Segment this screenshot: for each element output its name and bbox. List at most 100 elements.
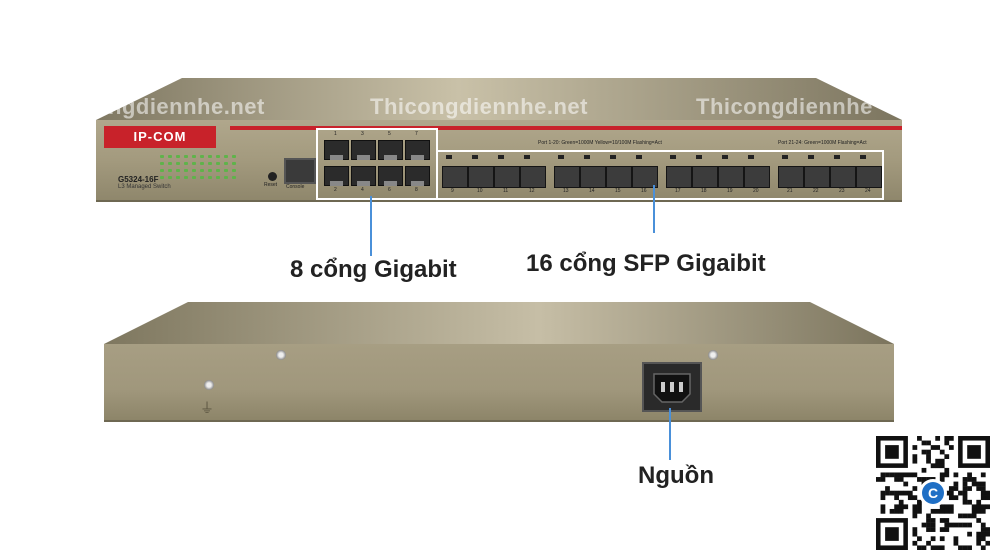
watermark-left: ngdiennhe.net	[108, 94, 265, 119]
sfp-port	[718, 166, 744, 188]
status-led	[160, 169, 164, 172]
reset-label: Reset	[264, 182, 278, 188]
sfp-led	[636, 155, 642, 159]
front-chassis-top	[96, 78, 902, 120]
sfp-label: 16 cổng SFP Gigaibit	[526, 250, 766, 277]
svg-text:C: C	[928, 485, 938, 501]
sfp-port	[804, 166, 830, 188]
gigabit-pointer-line	[370, 196, 372, 256]
sfp-port-number: 9	[451, 188, 454, 194]
status-led	[224, 176, 228, 179]
sfp-port-number: 11	[503, 188, 509, 194]
rj45-port	[378, 140, 403, 160]
front-panel	[96, 120, 902, 202]
status-led	[160, 162, 164, 165]
sfp-legend-1: Port 1-20: Green=1000M Yellow=10/100M Fl…	[538, 140, 662, 146]
status-led	[168, 162, 172, 165]
console-port	[284, 158, 316, 184]
sfp-led	[558, 155, 564, 159]
port-number: 8	[415, 187, 418, 193]
status-led	[208, 169, 212, 172]
sfp-port-number: 24	[865, 188, 871, 194]
qr-code-icon: C	[876, 436, 990, 550]
sfp-led	[446, 155, 452, 159]
status-led	[176, 155, 180, 158]
sfp-led	[722, 155, 728, 159]
watermark-center: Thicongdiennhe.net	[370, 94, 588, 119]
sfp-led	[524, 155, 530, 159]
console-label: Console	[286, 184, 305, 190]
sfp-port-number: 12	[529, 188, 535, 194]
sfp-led	[472, 155, 478, 159]
sfp-port	[494, 166, 520, 188]
status-led	[168, 169, 172, 172]
status-led	[192, 162, 196, 165]
screw-icon	[276, 350, 286, 360]
sfp-led	[498, 155, 504, 159]
status-led	[232, 176, 236, 179]
brand-stripe	[230, 126, 902, 130]
rj45-port	[351, 140, 376, 160]
status-led	[216, 162, 220, 165]
ground-icon: ⏚	[200, 400, 214, 416]
status-led	[184, 155, 188, 158]
status-led	[184, 169, 188, 172]
status-led	[200, 155, 204, 158]
sfp-port	[632, 166, 658, 188]
status-led	[192, 155, 196, 158]
screw-icon	[708, 350, 718, 360]
rj45-port	[324, 166, 349, 186]
gigabit-ports-group: 1 3 5 7 2 4 6 8	[316, 128, 438, 200]
status-led	[208, 176, 212, 179]
sfp-port-number: 23	[839, 188, 845, 194]
sfp-port-number: 20	[753, 188, 759, 194]
status-led	[168, 155, 172, 158]
sfp-port-number: 22	[813, 188, 819, 194]
sfp-port-number: 14	[589, 188, 595, 194]
sfp-port	[830, 166, 856, 188]
status-led	[224, 155, 228, 158]
sfp-port	[554, 166, 580, 188]
sfp-led	[610, 155, 616, 159]
power-label: Nguồn	[638, 462, 714, 489]
sfp-port	[666, 166, 692, 188]
rj45-port	[351, 166, 376, 186]
sfp-port	[442, 166, 468, 188]
watermark-right: Thicongdiennhe	[696, 94, 873, 119]
status-led	[208, 162, 212, 165]
port-number: 7	[415, 131, 418, 137]
rj45-port	[405, 166, 430, 186]
port-number: 1	[334, 131, 337, 137]
rj45-port	[324, 140, 349, 160]
model-name: G5324-16F	[118, 175, 159, 184]
rj45-port	[378, 166, 403, 186]
power-socket	[642, 362, 702, 412]
status-led	[160, 176, 164, 179]
sfp-led	[834, 155, 840, 159]
rear-panel	[104, 344, 894, 422]
sfp-port	[856, 166, 882, 188]
status-led	[168, 176, 172, 179]
status-led	[200, 162, 204, 165]
status-led	[200, 176, 204, 179]
sfp-port-number: 13	[563, 188, 569, 194]
sfp-port-number: 18	[701, 188, 707, 194]
status-led	[176, 162, 180, 165]
status-led	[184, 176, 188, 179]
sfp-port-number: 15	[615, 188, 621, 194]
sfp-port	[744, 166, 770, 188]
sfp-port-number: 16	[641, 188, 647, 194]
sfp-port-number: 19	[727, 188, 733, 194]
status-led	[176, 176, 180, 179]
sfp-legend-2: Port 21-24: Green=1000M Flashing=Act	[778, 140, 867, 146]
sfp-led	[670, 155, 676, 159]
status-led	[232, 162, 236, 165]
sfp-led	[696, 155, 702, 159]
status-led	[216, 155, 220, 158]
status-led	[224, 162, 228, 165]
sfp-port-number: 10	[477, 188, 483, 194]
status-led	[216, 176, 220, 179]
status-led	[184, 162, 188, 165]
status-led	[160, 155, 164, 158]
